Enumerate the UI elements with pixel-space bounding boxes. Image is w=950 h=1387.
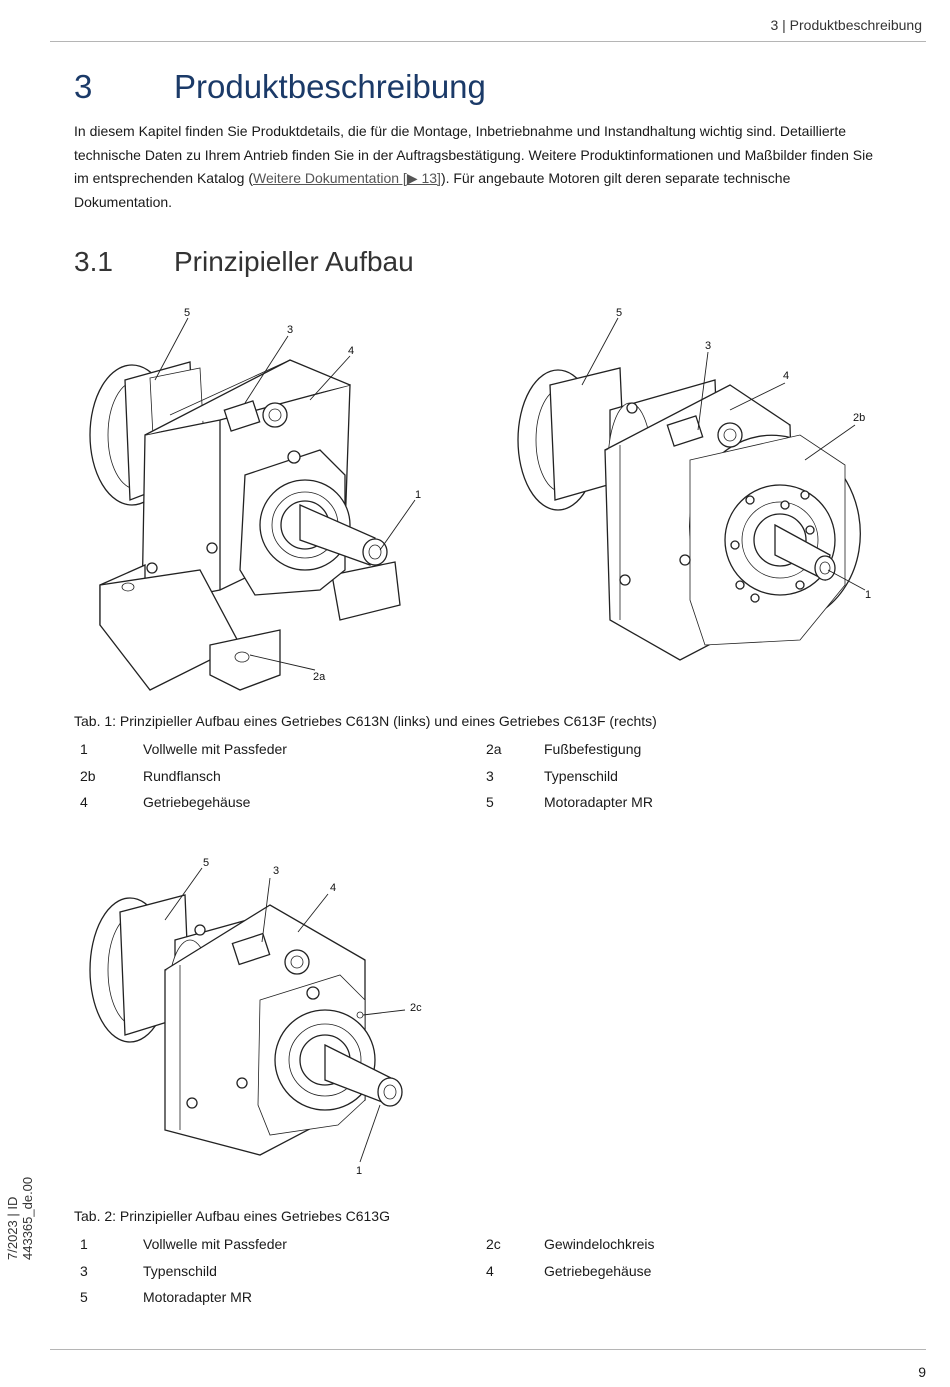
- footer-rule: [50, 1349, 926, 1350]
- legend-key: [486, 1284, 544, 1311]
- callout-3: 3: [273, 865, 279, 877]
- callout-2b: 2b: [853, 412, 865, 424]
- callout-2c: 2c: [410, 1002, 422, 1014]
- legend-key: 5: [80, 1289, 88, 1306]
- legend-label: Fußbefestigung: [544, 741, 642, 758]
- legend-key: 4: [80, 794, 88, 811]
- legend-label: Motoradapter MR: [143, 1289, 252, 1306]
- legend-row: 1 Vollwelle mit Passfeder 2a Fußbefestig…: [74, 736, 794, 763]
- figure1-legend: 1 Vollwelle mit Passfeder 2a Fußbefestig…: [74, 736, 794, 816]
- side-document-id: 7/2023 | ID 443365_de.00: [5, 1176, 35, 1260]
- callout-3: 3: [705, 340, 711, 352]
- figure2-legend: 1 Vollwelle mit Passfeder 2c Gewindeloch…: [74, 1231, 794, 1311]
- callout-4: 4: [330, 882, 336, 894]
- legend-key: 2b: [80, 767, 96, 784]
- section-title: Prinzipieller Aufbau: [174, 246, 414, 277]
- chapter-title: Produktbeschreibung: [174, 68, 486, 105]
- legend-label: [544, 1284, 794, 1311]
- callout-2a: 2a: [313, 671, 326, 683]
- callout-1: 1: [415, 489, 421, 501]
- callout-1: 1: [865, 589, 871, 601]
- legend-key: 5: [486, 794, 494, 811]
- legend-label: Getriebegehäuse: [143, 794, 251, 811]
- section-heading: 3.1 Prinzipieller Aufbau: [74, 246, 414, 278]
- running-header: 3 | Produktbeschreibung: [770, 17, 922, 33]
- legend-key: 3: [80, 1262, 88, 1279]
- section-number: 3.1: [74, 246, 113, 277]
- legend-row: 1 Vollwelle mit Passfeder 2c Gewindeloch…: [74, 1231, 794, 1258]
- legend-key: 1: [80, 1236, 88, 1253]
- legend-label: Typenschild: [544, 767, 618, 784]
- legend-key: 3: [486, 767, 494, 784]
- legend-label: Motoradapter MR: [544, 794, 653, 811]
- intro-text-2: ). Für angebaute Motoren gilt deren sepa…: [74, 170, 791, 210]
- gearbox-c613g-drawing: 5 3 4 2c 1: [89, 857, 422, 1177]
- page-number: 9: [918, 1364, 926, 1380]
- callout-5: 5: [184, 307, 190, 319]
- callout-4: 4: [783, 370, 789, 382]
- chapter-heading: 3 Produktbeschreibung: [74, 68, 486, 106]
- legend-label: Vollwelle mit Passfeder: [143, 741, 287, 758]
- legend-label: Getriebegehäuse: [544, 1262, 652, 1279]
- callout-5: 5: [203, 857, 209, 869]
- legend-key: 4: [486, 1262, 494, 1279]
- chapter-number: 3: [74, 68, 93, 105]
- gearbox-c613f-drawing: 5 3 4 2b 1: [517, 307, 871, 661]
- legend-label: Rundflansch: [143, 767, 221, 784]
- figure2-caption: Tab. 2: Prinzipieller Aufbau eines Getri…: [74, 1208, 390, 1224]
- legend-label: Gewindelochkreis: [544, 1236, 655, 1253]
- legend-key: 2c: [486, 1236, 501, 1253]
- intro-text-1: In diesem Kapitel finden Sie Produktdeta…: [74, 123, 873, 186]
- figure1-caption: Tab. 1: Prinzipieller Aufbau eines Getri…: [74, 713, 657, 729]
- intro-paragraph: In diesem Kapitel finden Sie Produktdeta…: [74, 120, 874, 214]
- legend-label: Vollwelle mit Passfeder: [143, 1236, 287, 1253]
- header-rule: [50, 41, 926, 42]
- documentation-link[interactable]: Weitere Dokumentation [▶ 13]: [253, 170, 441, 186]
- legend-row: 3 Typenschild 4 Getriebegehäuse: [74, 1258, 794, 1285]
- legend-key: 2a: [486, 741, 502, 758]
- legend-key: 1: [80, 741, 88, 758]
- callout-5: 5: [616, 307, 622, 319]
- callout-1: 1: [356, 1165, 362, 1177]
- legend-row: 4 Getriebegehäuse 5 Motoradapter MR: [74, 789, 794, 816]
- callout-4: 4: [348, 345, 354, 357]
- callout-3: 3: [287, 324, 293, 336]
- legend-row: 2b Rundflansch 3 Typenschild: [74, 763, 794, 790]
- gearbox-c613n-drawing: 5 3 4 1 2a: [89, 307, 421, 691]
- legend-row: 5 Motoradapter MR: [74, 1284, 794, 1311]
- legend-label: Typenschild: [143, 1262, 217, 1279]
